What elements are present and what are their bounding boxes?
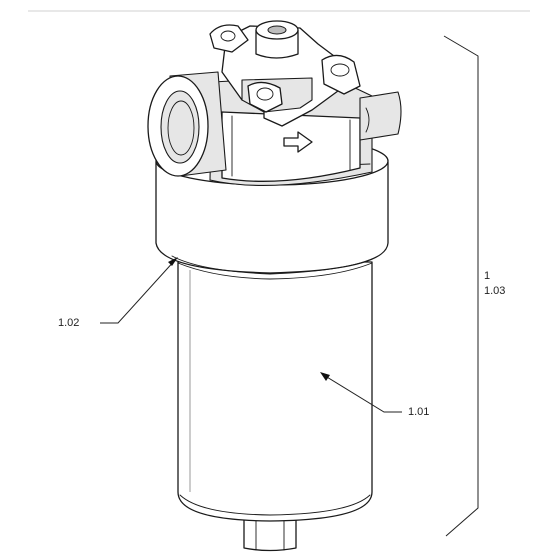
callout-element: 1.01 (408, 406, 430, 418)
filter-cover (209, 20, 361, 127)
filter-assembly (147, 20, 402, 552)
flow-arrow-icon (283, 131, 313, 153)
assembly-bracket (443, 35, 479, 537)
filter-bowl (177, 261, 373, 522)
leader-1-02 (100, 257, 178, 324)
leader-1-01 (320, 372, 402, 413)
callout-housing: 1.02 (58, 317, 80, 329)
callout-assembly-line1: 1 (484, 270, 491, 282)
inlet-port (147, 71, 227, 177)
drain-plug (243, 517, 297, 552)
callout-assembly-line2: 1.03 (484, 285, 506, 297)
